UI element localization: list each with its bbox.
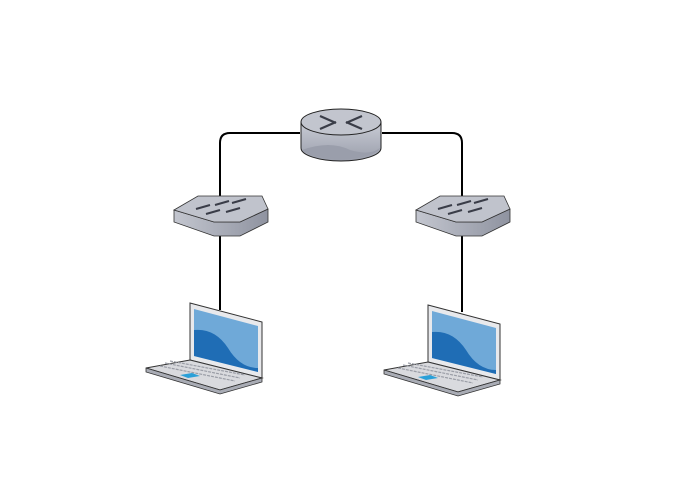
switch-icon-right[interactable] [415,195,511,237]
link-router-switch-left [219,132,300,205]
laptop-icon-right[interactable] [383,304,502,397]
link-router-switch-right [382,132,463,208]
router-icon[interactable] [300,108,382,162]
laptop-icon-left[interactable] [145,302,264,395]
switch-icon-left[interactable] [173,195,269,237]
